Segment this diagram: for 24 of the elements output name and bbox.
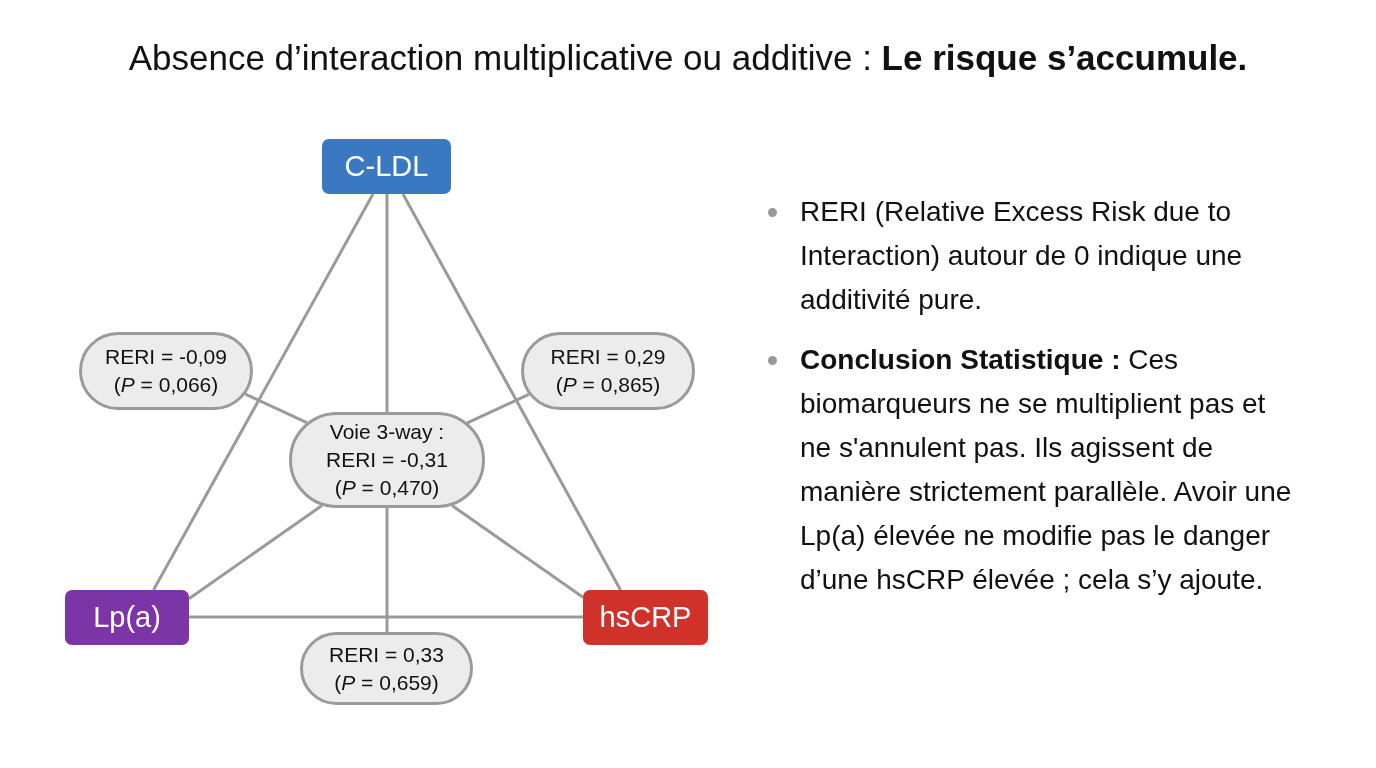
bullet-text: Conclusion Statistique : Ces biomarqueurs ne se multiplient pas et ne s'annulent pas. Ils agissent de manière strictement parallèle. Avoir une Lp(a) élevée ne modifie pas le danger d’une hsCRP élevée ; cela s’y ajoute. <box>800 343 1293 597</box>
result-pill <box>521 332 695 410</box>
statistic-text: RERI = -0,09 (P = 0,066) <box>104 344 228 398</box>
marker-box <box>583 590 708 645</box>
connector-line <box>385 194 389 412</box>
connector-line <box>466 393 530 425</box>
marker-label: hsCRP <box>599 601 692 634</box>
marker-box <box>65 590 189 645</box>
slide-title: Absence d’interaction multiplicative ou additive : Le risque s’accumule. <box>127 38 1249 78</box>
marker-label: C-LDL <box>344 150 429 183</box>
marker-box <box>322 139 451 194</box>
statistic-text: RERI = 0,29 (P = 0,865) <box>549 344 667 398</box>
connector-line <box>152 193 375 591</box>
statistic-text: RERI = 0,33 (P = 0,659) <box>328 641 445 696</box>
statistic-text: Voie 3-way : RERI = -0,31 (P = 0,470) <box>325 419 449 501</box>
connector-line <box>188 504 323 600</box>
marker-label: Lp(a) <box>93 601 161 634</box>
connector-line <box>451 504 584 599</box>
connector-line <box>189 615 583 619</box>
connector-line <box>401 193 622 591</box>
connector-line <box>385 508 389 632</box>
bullet-text: RERI (Relative Excess Risk due to Interaction) autour de 0 indique une additivité pure. <box>800 195 1244 317</box>
result-pill <box>79 332 253 410</box>
connector-line <box>244 392 308 425</box>
